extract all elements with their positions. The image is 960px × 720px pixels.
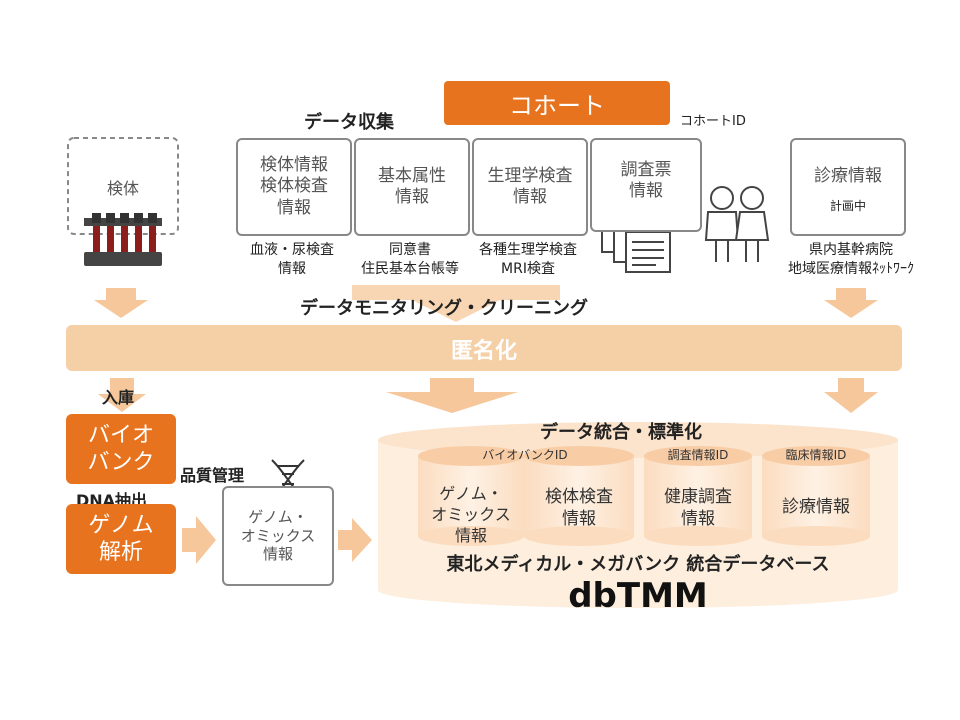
source-box-physiology: 生理学検査 情報 bbox=[472, 138, 588, 236]
cylinder-clinical bbox=[762, 446, 870, 546]
caption-physiology: 各種生理学検査 MRI検査 bbox=[479, 242, 577, 277]
cylinder-text-genome: ゲノム・ オミックス 情報 bbox=[431, 484, 511, 545]
cylinder-text-health-survey: 健康調査 情報 bbox=[664, 487, 732, 530]
cohort-id-label: コホートID bbox=[680, 114, 746, 129]
survey-id-label: 調査情報ID bbox=[667, 448, 729, 462]
database-name: 東北メディカル・メガバンク 統合データベース bbox=[446, 554, 830, 575]
biobank-box: バイオ バンク bbox=[66, 414, 176, 484]
cylinder-specimen-test bbox=[524, 446, 634, 546]
data-collection-heading: データ収集 bbox=[304, 112, 394, 133]
source-label-physiology: 生理学検査 情報 bbox=[487, 165, 573, 207]
source-box-questionnaire: 調査票 情報 bbox=[590, 138, 702, 232]
genome-analysis-label: ゲノム 解析 bbox=[88, 512, 154, 566]
arrow-anon-to-db bbox=[386, 378, 518, 413]
storage-label: 入庫 bbox=[102, 388, 135, 407]
anonymize-label: 匿名化 bbox=[450, 339, 517, 364]
source-box-basic-attributes: 基本属性 情報 bbox=[354, 138, 470, 236]
cylinder-genome bbox=[418, 446, 524, 546]
source-label-questionnaire: 調査票 情報 bbox=[620, 160, 672, 202]
caption-specimen-info: 血液・尿検査 情報 bbox=[250, 242, 334, 277]
source-label-specimen-info: 検体情報 検体検査 情報 bbox=[260, 155, 328, 218]
genome-analysis-box: ゲノム 解析 bbox=[66, 504, 176, 574]
test-tube-rack-icon bbox=[84, 213, 162, 266]
biobank-id-label: バイオバンクID bbox=[482, 448, 568, 462]
cylinder-text-specimen-test: 検体検査 情報 bbox=[545, 487, 613, 530]
arrow-clinical-down bbox=[824, 288, 878, 318]
source-label-basic-attributes: 基本属性 情報 bbox=[378, 165, 446, 207]
caption-basic-attributes: 同意書 住民基本台帳等 bbox=[361, 242, 459, 277]
omics-label: ゲノム・ オミックス 情報 bbox=[240, 507, 316, 564]
monitoring-heading: データモニタリング・クリーニング bbox=[300, 298, 588, 319]
clinical-label: 診療情報 bbox=[814, 165, 882, 186]
database-short-name: dbTMM bbox=[568, 576, 708, 616]
quality-control-label: 品質管理 bbox=[180, 466, 245, 485]
people-icon bbox=[704, 186, 770, 262]
arrow-clinical-to-db bbox=[824, 378, 878, 413]
arrow-omics-to-db bbox=[338, 518, 372, 562]
clinical-caption: 県内基幹病院 地域医療情報ﾈｯﾄﾜｰｸ bbox=[788, 242, 914, 277]
collection-funnel-arrow bbox=[352, 285, 560, 322]
anonymize-bar bbox=[66, 325, 902, 371]
cylinder-text-clinical: 診療情報 bbox=[782, 497, 850, 517]
arrow-anon-to-biobank bbox=[98, 378, 146, 412]
omics-box: ゲノム・ オミックス 情報 bbox=[222, 486, 334, 586]
cylinder-health-survey bbox=[644, 446, 752, 546]
clinical-status: 計画中 bbox=[829, 199, 866, 214]
clinical-id-label: 臨床情報ID bbox=[785, 448, 847, 462]
specimen-box bbox=[67, 137, 179, 235]
clinical-box: 診療情報 計画中 bbox=[790, 138, 906, 236]
arrow-genome-to-omics bbox=[182, 516, 216, 564]
source-box-specimen-info: 検体情報 検体検査 情報 bbox=[236, 138, 352, 236]
integration-heading: データ統合・標準化 bbox=[540, 422, 702, 443]
arrow-specimen-down bbox=[94, 288, 148, 318]
specimen-label: 検体 bbox=[106, 179, 139, 198]
biobank-label: バイオ バンク bbox=[87, 422, 155, 476]
cohort-title: コホート bbox=[509, 91, 605, 120]
cohort-box: コホート bbox=[444, 81, 670, 125]
